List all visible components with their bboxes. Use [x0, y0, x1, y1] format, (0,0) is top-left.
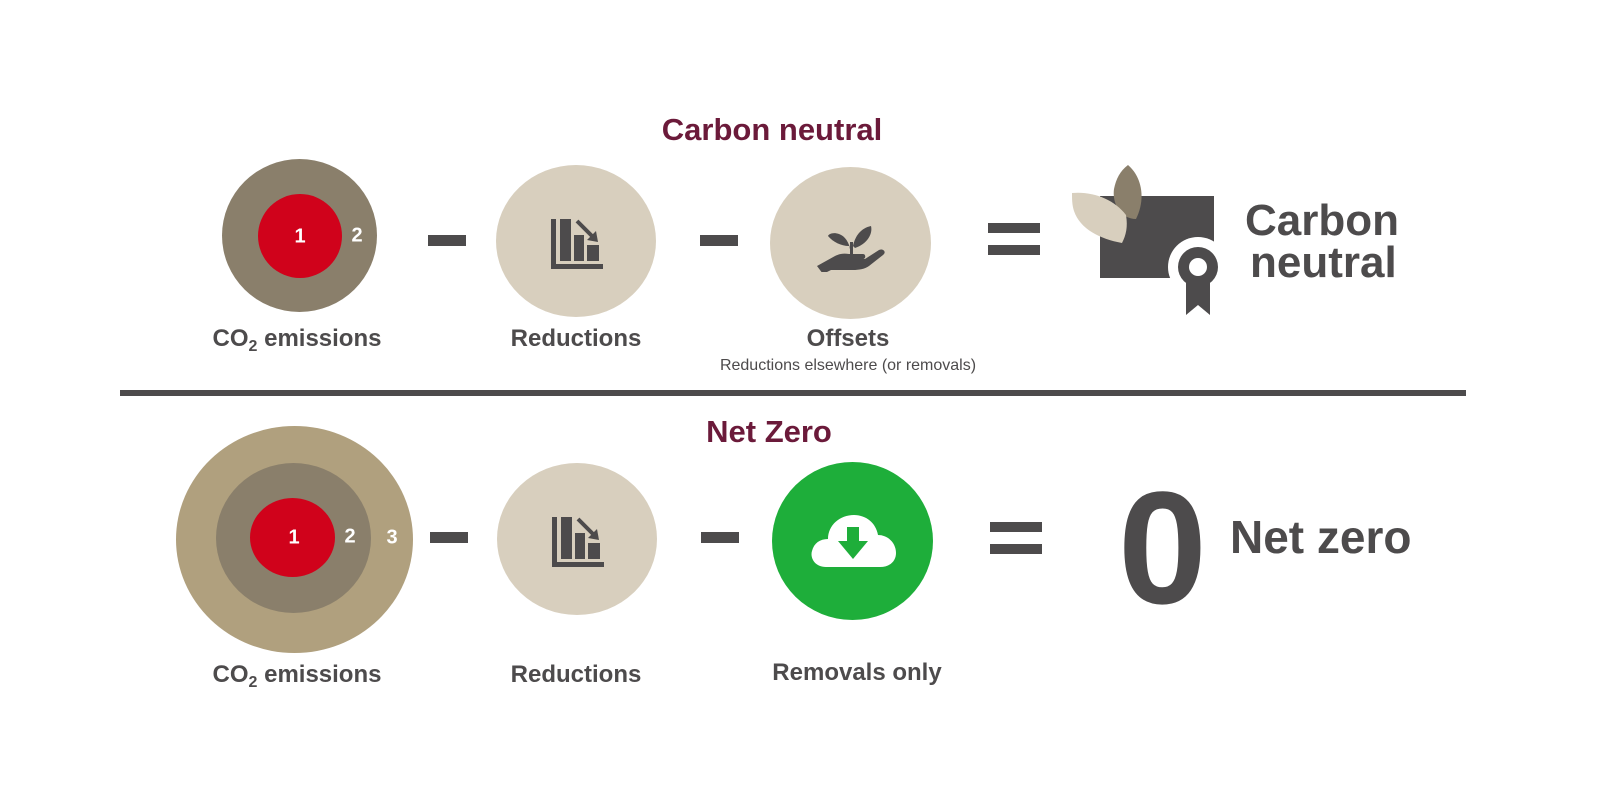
net-zero-value: 0 [1118, 458, 1207, 637]
reductions-label: Reductions [510, 661, 642, 688]
co2-emissions-label: CO2 emissions [212, 325, 382, 355]
offsets-label: Offsets [806, 325, 890, 352]
section-divider [120, 390, 1466, 396]
scope-3-number: 3 [386, 526, 398, 549]
removals-label: Removals only [772, 659, 942, 686]
minus-operator [700, 235, 738, 246]
minus-operator [430, 532, 468, 543]
chart-decline-icon [551, 219, 603, 269]
equals-operator [990, 522, 1042, 554]
carbon-neutral-result-line1: Carbon [1245, 196, 1399, 245]
scope-2-number: 2 [344, 525, 356, 548]
certificate-leaf-icon [1072, 165, 1228, 315]
emissions-circle-scope1 [250, 498, 335, 577]
chart-decline-icon [552, 517, 604, 567]
minus-operator [428, 235, 466, 246]
scope-2-number: 2 [351, 224, 363, 247]
net-zero-title: Net Zero [706, 414, 832, 449]
net-zero-result-label: Net zero [1230, 511, 1412, 563]
hand-plant-icon [817, 226, 885, 272]
equals-operator [988, 223, 1040, 255]
carbon-neutral-result-line2: neutral [1250, 238, 1397, 287]
carbon-neutral-title: Carbon neutral [661, 112, 883, 147]
co2-emissions-label: CO2 emissions [212, 661, 382, 691]
minus-operator [701, 532, 739, 543]
scope-1-number: 1 [294, 225, 306, 248]
cloud-download-icon [811, 515, 896, 567]
offsets-sublabel: Reductions elsewhere (or removals) [719, 357, 977, 374]
reductions-label: Reductions [510, 325, 642, 352]
emissions-circle-scope1 [258, 194, 342, 278]
scope-1-number: 1 [288, 526, 300, 549]
